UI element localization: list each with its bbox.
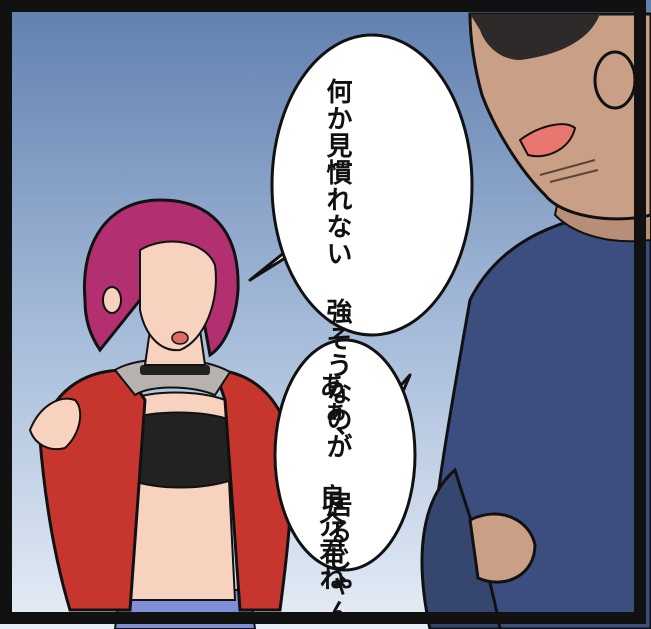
speech-bubble-1 bbox=[248, 33, 474, 337]
man-arm bbox=[420, 467, 502, 629]
woman-mouth bbox=[171, 331, 189, 345]
speech-line: 何か見慣れない bbox=[322, 78, 352, 267]
woman-figure bbox=[28, 198, 293, 629]
woman-raised-hand bbox=[28, 397, 82, 450]
speech-line: 良介君ね bbox=[315, 484, 345, 592]
speech-line: 強そうなのが bbox=[322, 298, 352, 460]
woman-ear bbox=[102, 286, 122, 314]
man-mouth bbox=[518, 123, 577, 158]
speech-bubble-1-text: 何か見慣れない 強そうなのが 居るじゃん bbox=[320, 78, 354, 626]
woman-choker bbox=[140, 365, 210, 375]
speech-bubble-2-body bbox=[273, 338, 417, 572]
speech-bubble-1-body bbox=[270, 33, 474, 337]
man-stubble bbox=[539, 159, 599, 183]
speech-line: 居るじゃん bbox=[322, 491, 352, 626]
speech-bubble-2 bbox=[273, 338, 417, 572]
man-hair bbox=[470, 14, 600, 60]
man-ear bbox=[593, 50, 637, 110]
speech-line: あぁ、 bbox=[315, 372, 345, 453]
man-hand bbox=[468, 512, 537, 584]
speech-bubble-2-text: あぁ、 良介君ね bbox=[312, 372, 348, 592]
woman-face bbox=[139, 240, 217, 352]
